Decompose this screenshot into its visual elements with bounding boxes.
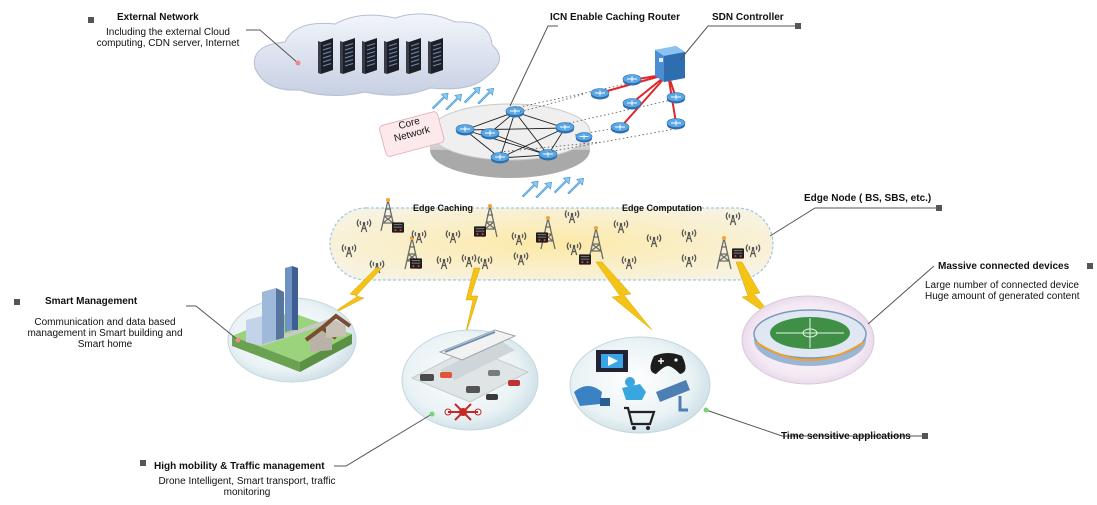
edge-caching-label: Edge Caching bbox=[413, 203, 474, 213]
external-network-desc-line1: Including the external Cloud bbox=[106, 27, 230, 38]
high-mobility-desc-line2: monitoring bbox=[223, 487, 271, 498]
high-mobility-title: High mobility & Traffic management bbox=[154, 461, 325, 472]
drone-icon bbox=[444, 403, 482, 421]
train-icon bbox=[438, 329, 517, 361]
core-network bbox=[429, 103, 591, 178]
time-sensitive-title: Time sensitive applications bbox=[781, 431, 911, 442]
houses-icon bbox=[304, 313, 352, 352]
smart-management-desc-line2: management in Smart building and bbox=[27, 328, 183, 339]
vr-headset-icon bbox=[574, 386, 610, 406]
external-network-title: External Network bbox=[117, 12, 199, 23]
edge-node-title: Edge Node ( BS, SBS, etc.) bbox=[804, 193, 932, 204]
smart-management-title: Smart Management bbox=[45, 296, 138, 307]
mobility-bubble bbox=[401, 329, 539, 431]
edge-region bbox=[329, 207, 774, 281]
smart-city-bubble bbox=[227, 266, 357, 383]
edge-computation-label: Edge Computation bbox=[622, 203, 702, 213]
smart-management-desc-line1: Communication and data based bbox=[34, 317, 176, 328]
skyscraper-icon bbox=[246, 266, 298, 346]
leader-end-markers bbox=[14, 17, 1093, 466]
gamepad-icon bbox=[650, 353, 686, 374]
dotted-control-links bbox=[499, 79, 681, 153]
security-camera-icon bbox=[656, 380, 690, 412]
shopping-cart-icon bbox=[624, 406, 656, 430]
high-mobility-desc-line1: Drone Intelligent, Smart transport, traf… bbox=[158, 476, 336, 487]
massive-devices-desc-line1: Large number of connected device bbox=[925, 280, 1079, 291]
core-network-label-badge bbox=[379, 111, 445, 157]
smart-management-desc-line3: Smart home bbox=[77, 339, 133, 350]
external-network-cloud bbox=[253, 13, 500, 97]
sdn-controller-icon bbox=[655, 46, 685, 82]
icn-router-title: ICN Enable Caching Router bbox=[550, 12, 681, 23]
robot-dog-icon bbox=[622, 377, 646, 400]
video-player-icon bbox=[596, 350, 628, 372]
vehicles-icon bbox=[420, 370, 520, 400]
stadium-bubble bbox=[741, 295, 875, 385]
leader-start-dots bbox=[235, 60, 301, 343]
wireless-links bbox=[324, 261, 777, 341]
leader-start-dots-green bbox=[429, 407, 709, 417]
external-network-desc-line2: computing, CDN server, Internet bbox=[96, 38, 240, 49]
leader-lines bbox=[186, 25, 938, 467]
massive-devices-title: Massive connected devices bbox=[938, 261, 1070, 272]
massive-devices-desc-line2: Huge amount of generated content bbox=[925, 291, 1080, 302]
applications-bubble bbox=[569, 336, 711, 434]
sdn-controller-title: SDN Controller bbox=[712, 12, 784, 23]
